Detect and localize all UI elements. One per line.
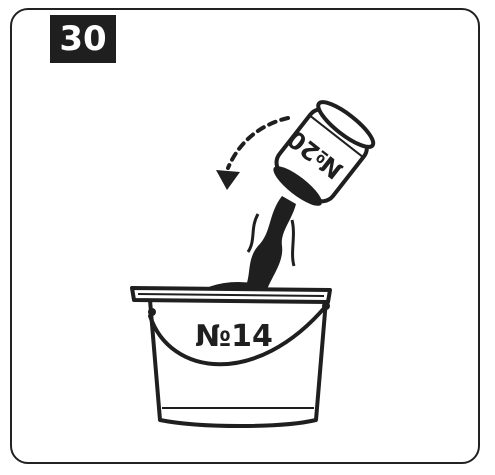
bucket-label: №14 xyxy=(195,319,273,354)
bucket-icon xyxy=(132,284,330,427)
pouring-stream xyxy=(244,196,296,292)
